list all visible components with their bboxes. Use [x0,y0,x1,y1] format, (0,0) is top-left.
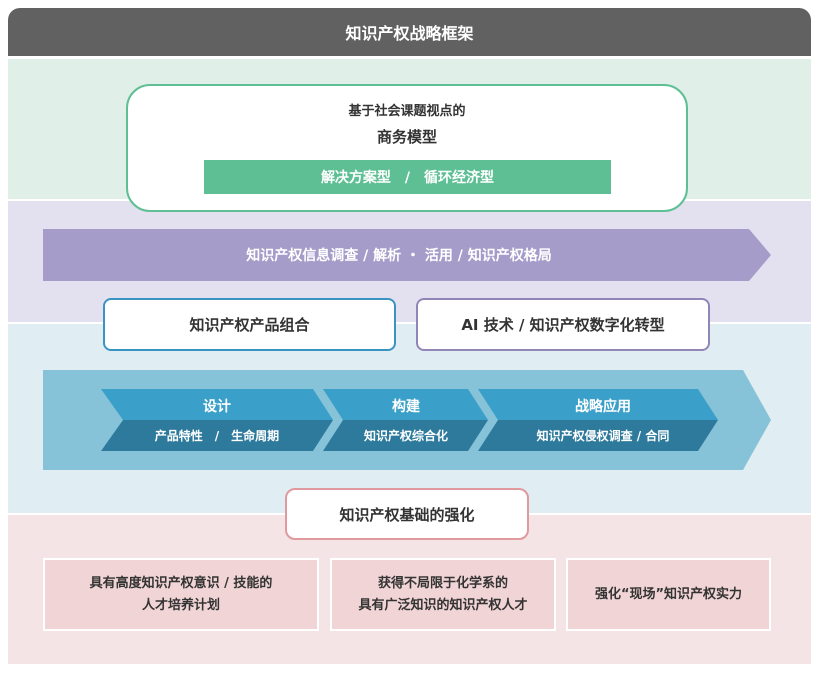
step-build-bottom [323,420,488,451]
foundation-item-field-strength: 强化“现场”知识产权实力 [566,558,771,631]
step-strategy-bottom [478,420,718,451]
step-design-detail: 产品特性 / 生命周期 [155,428,279,443]
ai-transformation-box: AI 技术 / 知识产权数字化转型 [416,298,710,351]
business-model-title: 商务模型 [376,128,437,146]
process-step-strategy: 战略应用 知识产权侵权调查 / 合同 [478,389,718,451]
ip-portfolio-box: 知识产权产品组合 [103,298,396,351]
foundation-item-talent-training: 具有高度知识产权意识 / 技能的 人才培养计划 [43,558,319,631]
foundation-item-broad-talent: 获得不局限于化学系的 具有广泛知识的知识产权人才 [330,558,556,631]
process-step-design: 设计 产品特性 / 生命周期 [101,389,333,451]
step-build-title: 构建 [392,398,420,415]
step-design-top [101,389,333,420]
foundation-label: 知识产权基础的强化 [339,505,475,524]
business-model-types: 解决方案型 / 循环经济型 [204,160,611,194]
foundation-item-line: 人才培养计划 [141,597,220,613]
step-build-top [323,389,488,420]
title-bar: 知识产权战略框架 [8,8,811,56]
step-strategy-title: 战略应用 [575,398,631,415]
foundation-item-line: 具有高度知识产权意识 / 技能的 [89,575,273,591]
process-arrow: 设计 产品特性 / 生命周期 构建 知识产权综合化 战略应用 知识产权侵权调查 … [43,370,771,470]
info-arrow-shape [43,229,771,281]
info-arrow [43,229,771,281]
step-strategy-top [478,389,718,420]
ip-portfolio-label: 知识产权产品组合 [189,316,310,334]
step-design-title: 设计 [203,398,231,415]
foundation-item-line: 具有广泛知识的知识产权人才 [358,597,528,613]
step-design-bottom [101,420,333,451]
page-title: 知识产权战略框架 [345,24,474,43]
step-build-detail: 知识产权综合化 [363,428,448,443]
business-model-subtitle: 基于社会课题视点的 [348,104,466,119]
process-step-build: 构建 知识产权综合化 [323,389,488,451]
foundation-box: 知识产权基础的强化 [285,488,529,540]
business-model-types-label: 解决方案型 / 循环经济型 [320,170,495,186]
ai-transformation-label: AI 技术 / 知识产权数字化转型 [461,316,665,334]
info-arrow-label: 知识产权信息调查 / 解析 ・ 活用 / 知识产权格局 [246,248,552,264]
step-strategy-detail: 知识产权侵权调查 / 合同 [536,428,670,443]
foundation-item-line: 强化“现场”知识产权实力 [594,586,743,602]
foundation-item-line: 获得不局限于化学系的 [377,575,508,591]
